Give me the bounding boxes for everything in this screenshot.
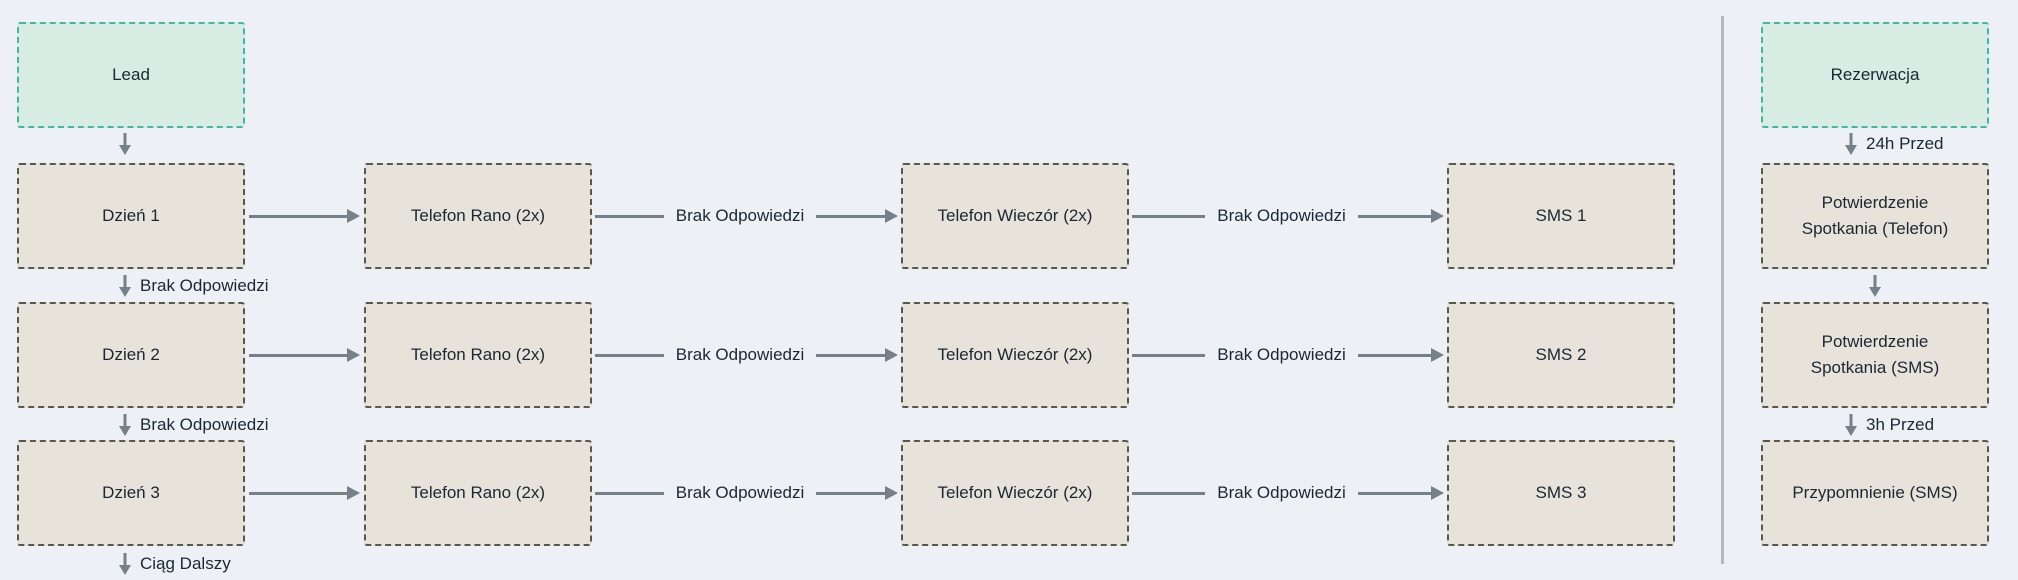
edge-line <box>249 353 347 357</box>
node-confirm-sms-line2: Spotkania (SMS) <box>1810 358 1940 377</box>
edge-day3-to-morning3 <box>249 480 360 506</box>
edge-line <box>249 214 347 218</box>
node-day-2: Dzień 2 <box>17 302 245 408</box>
arrowhead-right-icon <box>1431 209 1445 223</box>
edge-lead-to-day1 <box>117 131 133 157</box>
node-sms-3: SMS 3 <box>1447 440 1675 546</box>
arrow-down-icon <box>119 133 131 155</box>
edge-label-no-answer: Brak Odpowiedzi <box>675 206 805 225</box>
edge-evening3-to-sms3: Brak Odpowiedzi <box>1132 480 1445 506</box>
edge-evening2-to-sms2: Brak Odpowiedzi <box>1132 342 1445 368</box>
arrow-down-icon <box>119 553 131 575</box>
edge-label-24h-before: 24h Przed <box>1866 134 1944 153</box>
node-lead: Lead <box>17 22 245 128</box>
edge-label-no-answer: Brak Odpowiedzi <box>1217 345 1346 364</box>
node-reminder-sms: Przypomnienie (SMS) <box>1761 440 1989 546</box>
node-morning-call-1-label: Telefon Rano (2x) <box>410 205 546 225</box>
node-evening-call-3: Telefon Wieczór (2x) <box>901 440 1129 546</box>
node-day-1-label: Dzień 1 <box>102 205 160 225</box>
edge-line <box>1357 491 1432 495</box>
node-confirm-phone: Potwierdzenie Spotkania (Telefon) <box>1761 163 1989 269</box>
node-sms-3-label: SMS 3 <box>1535 482 1587 502</box>
section-divider <box>1721 16 1724 564</box>
arrowhead-right-icon <box>347 486 360 500</box>
arrow-down-icon <box>1845 133 1857 155</box>
node-reservation: Rezerwacja <box>1761 22 1989 128</box>
edge-day2-to-morning2 <box>249 342 360 368</box>
edge-label-no-answer: Brak Odpowiedzi <box>140 276 269 295</box>
node-morning-call-3-label: Telefon Rano (2x) <box>410 482 546 502</box>
node-morning-call-3: Telefon Rano (2x) <box>364 440 592 546</box>
node-sms-2: SMS 2 <box>1447 302 1675 408</box>
arrow-down-icon <box>1845 414 1857 436</box>
node-reminder-sms-label: Przypomnienie (SMS) <box>1792 482 1958 502</box>
node-day-2-label: Dzień 2 <box>102 344 160 364</box>
node-morning-call-2: Telefon Rano (2x) <box>364 302 592 408</box>
arrowhead-right-icon <box>885 209 899 223</box>
node-sms-1-label: SMS 1 <box>1535 205 1587 225</box>
arrowhead-right-icon <box>347 209 360 223</box>
node-evening-call-2-label: Telefon Wieczór (2x) <box>937 344 1093 364</box>
arrowhead-right-icon <box>885 486 899 500</box>
edge-day2-to-day3: Brak Odpowiedzi <box>117 412 269 438</box>
edge-label-no-answer: Brak Odpowiedzi <box>675 345 805 364</box>
edge-label-no-answer: Brak Odpowiedzi <box>1217 206 1346 225</box>
edge-line <box>1132 491 1206 495</box>
edge-morning1-to-evening1: Brak Odpowiedzi <box>595 203 899 229</box>
edge-line <box>1132 214 1206 218</box>
node-evening-call-1: Telefon Wieczór (2x) <box>901 163 1129 269</box>
node-evening-call-3-label: Telefon Wieczór (2x) <box>937 482 1093 502</box>
node-evening-call-2: Telefon Wieczór (2x) <box>901 302 1129 408</box>
node-sms-1: SMS 1 <box>1447 163 1675 269</box>
edge-label-3h-before: 3h Przed <box>1866 415 1935 434</box>
arrowhead-right-icon <box>885 348 899 362</box>
edge-label-continuation: Ciąg Dalszy <box>140 554 231 573</box>
node-confirm-sms: Potwierdzenie Spotkania (SMS) <box>1761 302 1989 408</box>
edge-line <box>816 214 886 218</box>
edge-line <box>595 214 664 218</box>
arrow-down-icon <box>119 275 131 297</box>
node-lead-label: Lead <box>112 64 150 84</box>
edge-label-no-answer: Brak Odpowiedzi <box>675 483 805 502</box>
edge-day1-to-morning1 <box>249 203 360 229</box>
node-morning-call-2-label: Telefon Rano (2x) <box>410 344 546 364</box>
edge-line <box>1357 214 1432 218</box>
node-sms-2-label: SMS 2 <box>1535 344 1587 364</box>
node-day-3-label: Dzień 3 <box>102 482 160 502</box>
edge-evening1-to-sms1: Brak Odpowiedzi <box>1132 203 1445 229</box>
arrowhead-right-icon <box>1431 486 1445 500</box>
node-morning-call-1: Telefon Rano (2x) <box>364 163 592 269</box>
node-day-3: Dzień 3 <box>17 440 245 546</box>
edge-morning3-to-evening3: Brak Odpowiedzi <box>595 480 899 506</box>
node-evening-call-1-label: Telefon Wieczór (2x) <box>937 205 1093 225</box>
edge-label-no-answer: Brak Odpowiedzi <box>1217 483 1346 502</box>
edge-line <box>816 491 886 495</box>
arrow-down-icon <box>119 414 131 436</box>
edge-label-no-answer: Brak Odpowiedzi <box>140 415 269 434</box>
arrowhead-right-icon <box>1431 348 1445 362</box>
edge-morning2-to-evening2: Brak Odpowiedzi <box>595 342 899 368</box>
edge-line <box>1132 353 1206 357</box>
node-confirm-phone-line1: Potwierdzenie <box>1821 192 1929 212</box>
node-confirm-sms-line1: Potwierdzenie <box>1821 331 1929 351</box>
edge-line <box>595 353 664 357</box>
node-day-1: Dzień 1 <box>17 163 245 269</box>
arrowhead-right-icon <box>347 348 360 362</box>
edge-line <box>249 491 347 495</box>
edge-day1-to-day2: Brak Odpowiedzi <box>117 273 269 299</box>
edge-line <box>595 491 664 495</box>
edge-line <box>1357 353 1432 357</box>
edge-day3-continuation: Ciąg Dalszy <box>117 551 231 577</box>
edge-reservation-to-confirm-phone: 24h Przed <box>1843 131 1944 157</box>
arrow-down-icon <box>1869 275 1881 297</box>
node-confirm-phone-line2: Spotkania (Telefon) <box>1801 219 1949 238</box>
edge-line <box>816 353 886 357</box>
edge-confirm-sms-to-reminder: 3h Przed <box>1843 412 1934 438</box>
edge-confirm-phone-to-confirm-sms <box>1867 273 1883 299</box>
node-reservation-label: Rezerwacja <box>1830 64 1920 84</box>
